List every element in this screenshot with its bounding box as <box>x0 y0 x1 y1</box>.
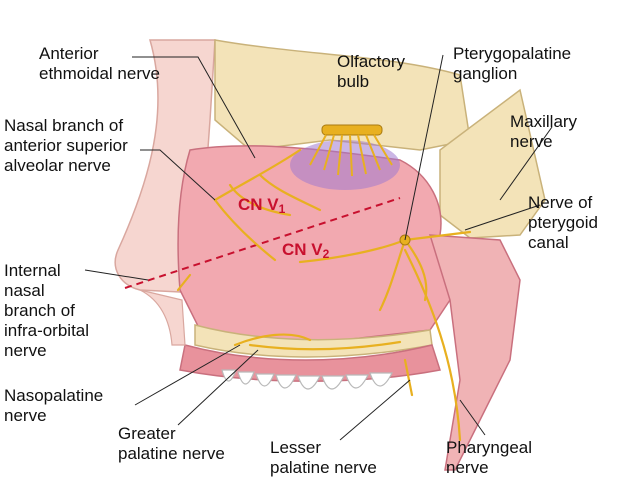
olfactory-bulb-shape <box>321 124 383 136</box>
anterior-ethmoidal-path <box>213 148 302 202</box>
nerve-branches <box>176 148 472 442</box>
label-lesser-palatine-nerve: Lesser palatine nerve <box>270 438 377 477</box>
nasal-branch-path <box>213 198 277 262</box>
leader-lines <box>84 54 553 441</box>
cn-v1-v2-division-line <box>124 197 401 289</box>
upper-lip <box>139 289 186 346</box>
cn-v1-label: CN V1 <box>238 195 286 216</box>
label-olfactory-bulb: Olfactory bulb <box>337 52 406 91</box>
pharyngeal-path <box>403 248 462 442</box>
label-pterygopalatine-ganglion: Pterygopalatine ganglion <box>453 44 572 83</box>
nasopharynx <box>428 234 521 471</box>
label-nasopalatine-nerve: Nasopalatine nerve <box>4 386 104 425</box>
label-nasal-branch: Nasal branch of anterior superior alveol… <box>4 116 128 175</box>
olfactory-fibers <box>309 134 393 177</box>
nasopalatine-path <box>233 333 312 347</box>
olfactory-area <box>290 140 400 190</box>
label-anterior-ethmoidal-nerve: Anterior ethmoidal nerve <box>39 44 160 83</box>
label-greater-palatine-nerve: Greater palatine nerve <box>118 424 225 463</box>
label-nerve-of-pterygoid-canal: Nerve of pterygoid canal <box>528 193 598 252</box>
teeth <box>221 369 393 390</box>
nasal-septum-mucosa <box>177 145 451 346</box>
cranial-bone <box>214 39 471 151</box>
greater-palatine-path <box>248 340 402 351</box>
label-internal-nasal-branch: Internal nasal branch of infra-orbital n… <box>4 261 90 360</box>
maxillary-path <box>298 238 407 264</box>
pterygoid-canal-path <box>403 230 472 242</box>
lesser-palatine-path <box>403 358 414 397</box>
internal-nasal-path <box>176 273 192 292</box>
label-maxillary-nerve: Maxillary nerve <box>510 112 578 151</box>
label-pharyngeal-nerve: Pharyngeal nerve <box>446 438 533 477</box>
cn-v2-label: CN V2 <box>282 240 330 261</box>
